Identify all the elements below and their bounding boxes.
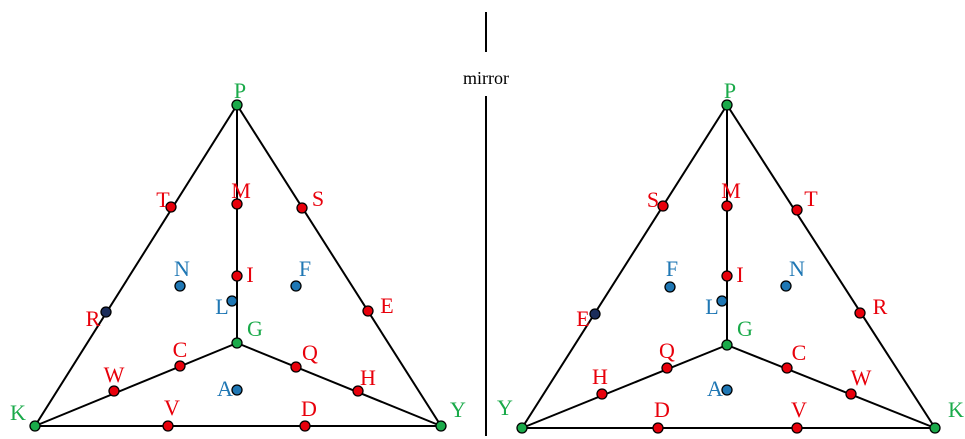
right-triangle-vertex-label-Y: Y [497,395,513,420]
right-triangle-dot-Q [661,362,673,374]
left-triangle-vertex-label-P: P [234,78,246,103]
right-triangle-spoke-K [726,344,936,429]
left-triangle-outline [33,103,443,427]
right-triangle-dot-L [716,295,728,307]
left-triangle-vertex-label-K: K [10,400,26,425]
left-triangle-center-label: G [247,316,263,341]
left-triangle-vertex-label-Y: Y [450,397,466,422]
left-triangle-dot-D [299,420,311,432]
left-triangle-dot-M [231,198,243,210]
mirror-label: mirror [463,68,509,88]
left-triangle-label-A: A [217,376,233,401]
right-triangle-label-L: L [705,294,718,319]
right-triangle-vertex-label-P: P [724,78,736,103]
left-triangle-dot-I [231,270,243,282]
left-triangle-dot-S [296,202,308,214]
right-triangle-dot-C [781,362,793,374]
left-triangle-dot-C [174,360,186,372]
left-triangle-vertex-dot-P [231,99,243,111]
right-triangle-dot-T [791,204,803,216]
left-triangle-label-F: F [299,256,311,281]
left-triangle-dot-L [226,295,238,307]
right-triangle-dot-N [780,280,792,292]
right-triangle-label-Q: Q [659,338,675,363]
left-triangle-label-H: H [360,365,376,390]
left-triangle-spoke-K [34,342,238,427]
left-triangle-label-C: C [173,337,188,362]
right-triangle-vertex-dot-Y [516,422,528,434]
left-triangle-dot-R [100,306,112,318]
right-triangle-label-H: H [592,364,608,389]
right-triangle-label-D: D [654,397,670,422]
right-triangle-dot-H [596,388,608,400]
right-triangle-dot-D [652,422,664,434]
right-triangle-vertex-dot-K [929,422,941,434]
right-triangle-label-N: N [789,256,805,281]
left-triangle-dot-W [108,385,120,397]
right-triangle-label-I: I [736,262,743,287]
left-triangle-label-M: M [231,178,251,203]
right-triangle-spoke-Y [521,344,728,429]
right-triangle-label-F: F [666,256,678,281]
right-triangle: M IL S T E R F N Q C H W A D V P Y K G [497,78,964,434]
left-triangle-label-S: S [312,186,324,211]
left-triangle-label-I: I [246,262,253,287]
right-triangle-label-M: M [721,178,741,203]
left-triangle-dot-F [290,280,302,292]
left-triangle-label-R: R [86,306,101,331]
right-triangle-dot-W [845,388,857,400]
right-triangle-label-E: E [576,306,589,331]
right-triangle-center-label: G [737,316,753,341]
left-triangle-label-T: T [156,187,170,212]
left-triangle-label-E: E [380,293,393,318]
right-triangle-dot-S [657,200,669,212]
right-triangle-label-A: A [707,376,723,401]
left-triangle-vertex-dot-Y [435,420,447,432]
left-triangle-dot-N [174,280,186,292]
right-triangle-dot-E [589,308,601,320]
left-triangle-dot-T [165,201,177,213]
left-triangle-label-L: L [215,294,228,319]
right-triangle-vertex-dot-P [721,99,733,111]
left-triangle: M IL T S R E N F C Q W H A V D P K Y G [10,78,466,432]
left-triangle-dot-H [352,385,364,397]
left-triangle-dot-A [231,384,243,396]
right-triangle-vertex-label-K: K [948,397,964,422]
right-triangle-label-V: V [791,397,807,422]
right-triangle-dot-F [664,281,676,293]
right-triangle-dot-V [791,422,803,434]
right-triangle-label-R: R [873,294,888,319]
right-triangle-outline [520,103,937,429]
left-triangle-center-dot [231,337,243,349]
right-triangle-label-C: C [792,340,807,365]
right-triangle-center-dot [721,339,733,351]
right-triangle-label-S: S [647,187,659,212]
left-triangle-vertex-dot-K [29,420,41,432]
right-triangle-dot-A [721,384,733,396]
right-triangle-dot-R [854,307,866,319]
left-triangle-label-D: D [301,396,317,421]
left-triangle-dot-V [162,420,174,432]
left-triangle-spoke-Y [236,342,442,427]
left-triangle-label-W: W [104,362,125,387]
right-triangle-label-W: W [851,365,872,390]
left-triangle-label-Q: Q [302,340,318,365]
left-triangle-dot-E [362,305,374,317]
left-triangle-label-N: N [174,256,190,281]
right-triangle-label-T: T [804,186,818,211]
left-triangle-dot-Q [290,361,302,373]
mirror-divider: mirror [463,12,509,436]
right-triangle-dot-M [721,200,733,212]
left-triangle-label-V: V [164,395,180,420]
right-triangle-dot-I [721,270,733,282]
